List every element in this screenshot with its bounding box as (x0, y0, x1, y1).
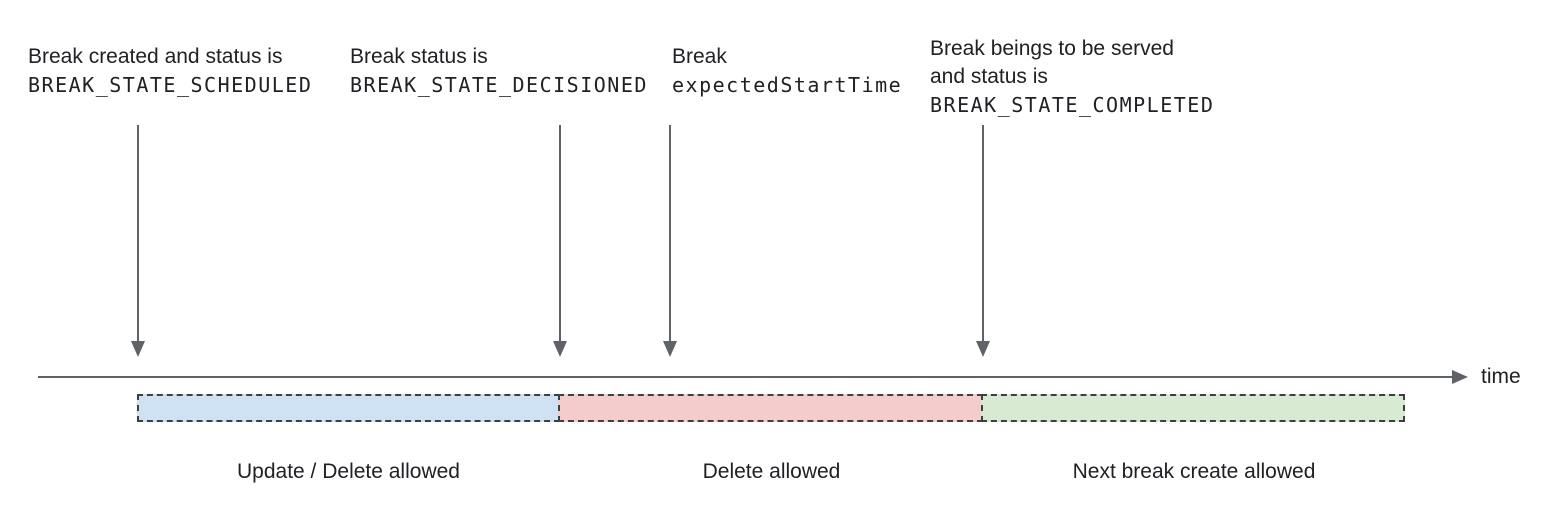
arrow-shaft (982, 125, 984, 341)
annotation-code-break-state-scheduled: BREAK_STATE_SCHEDULED (28, 73, 313, 97)
segment-delete-allowed (558, 394, 983, 422)
time-axis (38, 376, 1452, 378)
segment-update-delete-allowed (137, 394, 560, 422)
segment-label-delete-allowed: Delete allowed (702, 460, 841, 483)
arrow-head-icon (976, 341, 990, 357)
arrow-head-icon (553, 341, 567, 357)
segment-label-update-delete-allowed: Update / Delete allowed (237, 460, 460, 483)
time-axis-arrowhead-icon (1452, 370, 1468, 384)
arrow-shaft (559, 125, 561, 341)
annotation-expected-start-time: Break expectedStartTime (672, 43, 902, 99)
arrow-shaft (669, 125, 671, 341)
annotation-code-break-state-completed: BREAK_STATE_COMPLETED (930, 93, 1215, 117)
annotation-code-break-state-decisioned: BREAK_STATE_DECISIONED (350, 73, 648, 97)
arrow-head-icon (131, 341, 145, 357)
annotation-break-created: Break created and status is BREAK_STATE_… (28, 43, 312, 99)
annotation-code-expected-start-time: expectedStartTime (672, 73, 903, 97)
time-axis-label: time (1481, 365, 1521, 388)
annotation-break-completed: Break beings to be served and status is … (930, 35, 1214, 119)
arrow-head-icon (663, 341, 677, 357)
annotation-text: Break status is (350, 45, 488, 68)
annotation-break-decisioned: Break status is BREAK_STATE_DECISIONED (350, 43, 648, 99)
segment-next-break-create-allowed (981, 394, 1405, 422)
segment-label-next-break-create-allowed: Next break create allowed (1072, 460, 1316, 483)
down-arrow-break-created (131, 125, 145, 357)
down-arrow-break-completed (976, 125, 990, 357)
annotation-text: and status is (930, 65, 1048, 88)
down-arrow-break-decisioned (553, 125, 567, 357)
annotation-text: Break beings to be served (930, 37, 1174, 60)
arrow-shaft (137, 125, 139, 341)
down-arrow-expected-start-time (663, 125, 677, 357)
annotation-text: Break (672, 45, 727, 68)
annotation-text: Break created and status is (28, 45, 283, 68)
